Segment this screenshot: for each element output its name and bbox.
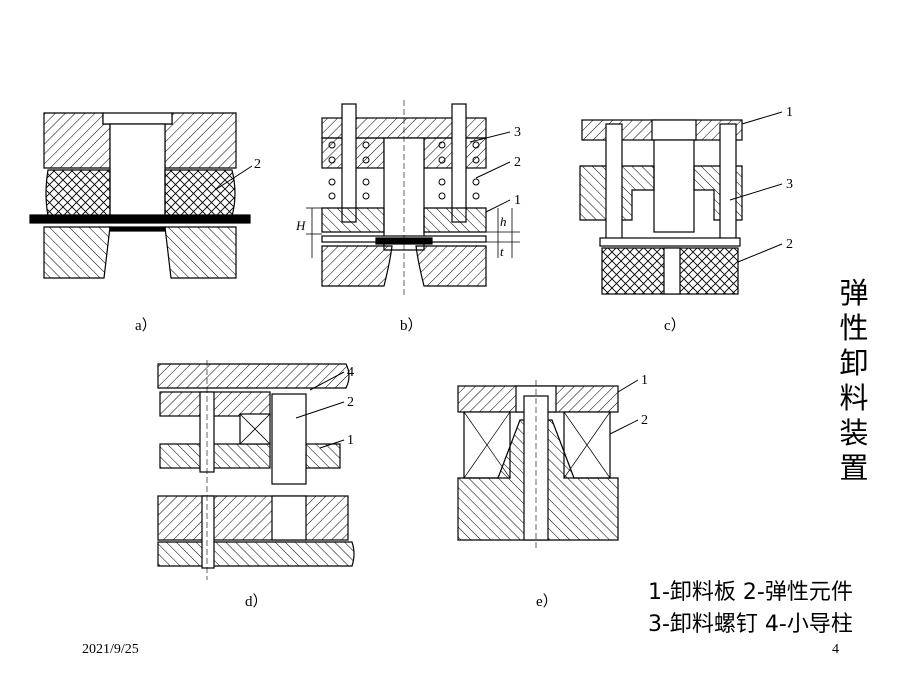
callout-label: 2 — [514, 155, 521, 170]
footer-date: 2021/9/25 — [82, 642, 139, 657]
side-title-char: 料 — [839, 381, 869, 415]
figure-e-callouts — [609, 379, 639, 435]
figure-c-drawing — [579, 119, 743, 295]
callout-label: 1 — [514, 193, 521, 208]
figure-c-caption: c） — [664, 317, 686, 334]
figure-b-dimensions — [306, 207, 520, 258]
figure-b-callouts — [469, 131, 511, 213]
figure-e-caption: e） — [536, 593, 558, 610]
side-title-char: 置 — [839, 451, 869, 485]
callout-label: 2 — [254, 157, 261, 172]
callout-label: 3 — [514, 125, 521, 140]
side-title: 弹 性 卸 料 装 置 — [836, 276, 872, 486]
figure-b-drawing — [321, 100, 487, 296]
footer-page-number: 4 — [832, 642, 839, 657]
side-title-char: 性 — [839, 311, 869, 345]
dim-label-H: H — [295, 218, 306, 233]
figure-e-drawing — [457, 380, 619, 548]
dim-label-t: t — [500, 244, 504, 259]
side-title-char: 卸 — [839, 346, 869, 380]
figure-d-drawing — [157, 360, 355, 580]
side-title-char: 弹 — [839, 276, 869, 310]
callout-label: 2 — [641, 413, 648, 428]
callout-label: 2 — [786, 237, 793, 252]
callout-label: 4 — [347, 365, 354, 380]
legend-line-2: 3-卸料螺钉 4-小导柱 — [648, 612, 853, 637]
legend-line-1: 1-卸料板 2-弹性元件 — [648, 580, 853, 605]
figure-c-callouts — [729, 111, 783, 263]
callout-label: 1 — [347, 433, 354, 448]
dim-label-h: h — [500, 214, 507, 229]
figure-b-caption: b） — [400, 317, 423, 334]
callout-label: 2 — [347, 395, 354, 410]
figure-a-callout-2: 2 — [214, 157, 261, 191]
side-title-char: 装 — [839, 416, 869, 450]
figure-d-callouts — [295, 371, 345, 449]
callout-label: 1 — [641, 373, 648, 388]
callout-label: 1 — [786, 105, 793, 120]
figure-d-caption: d） — [245, 593, 268, 610]
figure-a-caption: a） — [135, 317, 157, 334]
callout-label: 3 — [786, 177, 793, 192]
figure-a-drawing — [29, 112, 251, 279]
